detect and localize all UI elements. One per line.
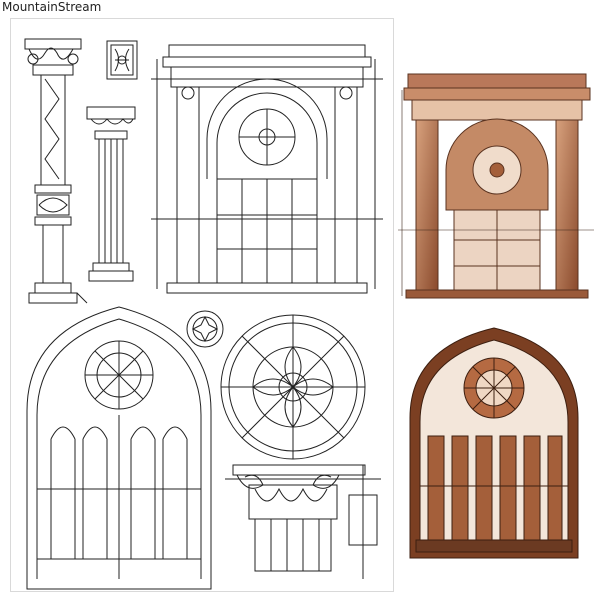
colored-gothic-window-preview <box>406 326 582 560</box>
ornament-tile-stamp <box>106 40 138 80</box>
colored-doorway-preview <box>398 70 594 300</box>
gothic-window-artwork <box>409 327 579 559</box>
doorway-artwork <box>398 73 594 299</box>
stamp-sheet <box>10 18 394 592</box>
corinthian-column-stamp <box>24 38 88 304</box>
watermark: MountainStream <box>2 0 102 14</box>
stamp-sheet-artwork <box>24 38 383 590</box>
fluted-column-stamp <box>86 106 136 282</box>
gothic-window-stamp <box>26 306 212 590</box>
small-rosette-stamp <box>186 310 224 348</box>
rose-window-stamp <box>220 314 366 460</box>
doorway-blueprint-stamp <box>151 44 383 294</box>
capital-blueprint-stamp <box>225 464 381 579</box>
